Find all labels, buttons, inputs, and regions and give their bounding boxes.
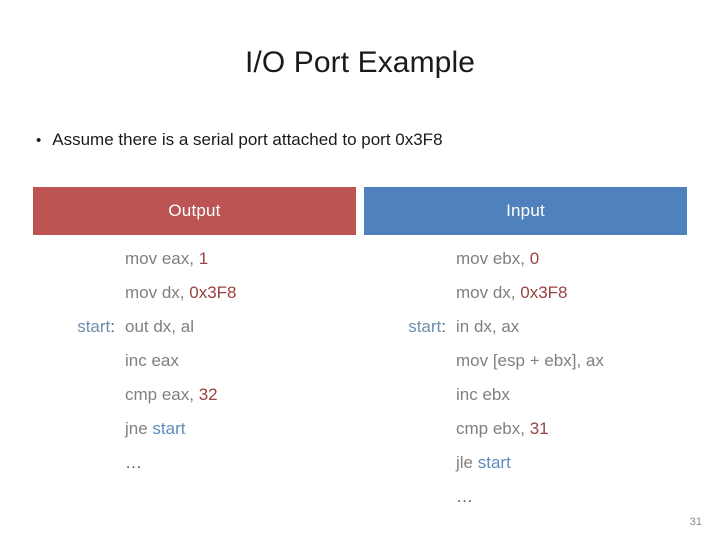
code-line: jne start [33, 412, 356, 446]
code-operand: 0x3F8 [520, 283, 568, 302]
code-line: mov [esp + ebx], ax [364, 344, 687, 378]
code-line-instruction: in dx, ax [456, 317, 520, 336]
code-line: inc ebx [364, 378, 687, 412]
code-operand: 0 [529, 249, 540, 268]
code-operand: start [152, 419, 186, 438]
code-line-instruction: mov eax, 1 [125, 249, 209, 268]
bullet-item: • Assume there is a serial port attached… [36, 130, 686, 150]
bullet-marker-icon: • [36, 132, 42, 149]
code-line-instruction: mov dx, 0x3F8 [125, 283, 237, 302]
page-number: 31 [689, 516, 702, 528]
code-ellipsis: … [456, 487, 474, 506]
code-line: mov dx, 0x3F8 [33, 276, 356, 310]
code-operand: start [477, 453, 511, 472]
page-title: I/O Port Example [244, 46, 475, 79]
code-line: … [33, 446, 356, 480]
bullet-text: Assume there is a serial port attached t… [52, 130, 443, 149]
code-operand: 31 [529, 419, 549, 438]
code-line: inc eax [33, 344, 356, 378]
code-line-label: start: [77, 317, 115, 336]
code-line-instruction: cmp ebx, 31 [456, 419, 549, 438]
code-line-instruction: jle start [456, 453, 511, 472]
code-line [33, 480, 356, 514]
code-operand: 1 [198, 249, 209, 268]
code-block-input: mov ebx, 0 mov dx, 0x3F8 start: in dx, ax mo… [364, 235, 687, 514]
code-line-label: start: [408, 317, 446, 336]
code-comparison-table: Output mov eax, 1 mov dx, 0x3F8 start: out … [33, 187, 687, 507]
column-header-output: Output [33, 187, 356, 235]
code-line-instruction: inc ebx [456, 385, 510, 404]
label-colon: : [110, 317, 115, 336]
code-line-instruction: out dx, al [125, 317, 194, 336]
code-line: cmp eax, 32 [33, 378, 356, 412]
code-ellipsis: … [125, 453, 143, 472]
code-operand: 0x3F8 [189, 283, 237, 302]
code-line: jle start [364, 446, 687, 480]
code-line: start: out dx, al [33, 310, 356, 344]
code-block-output: mov eax, 1 mov dx, 0x3F8 start: out dx, al i… [33, 235, 356, 514]
code-line-instruction: … [456, 487, 687, 507]
code-line-instruction: jne start [125, 419, 186, 438]
code-operand: 32 [198, 385, 218, 404]
code-line-instruction: cmp eax, 32 [125, 385, 218, 404]
label-colon: : [441, 317, 446, 336]
code-line: mov eax, 1 [33, 242, 356, 276]
code-line: … [364, 480, 687, 514]
column-header-input: Input [364, 187, 687, 235]
code-line: mov ebx, 0 [364, 242, 687, 276]
code-line-instruction: mov dx, 0x3F8 [456, 283, 568, 302]
code-line-instruction: mov [esp + ebx], ax [456, 351, 604, 370]
column-output: Output mov eax, 1 mov dx, 0x3F8 start: out … [33, 187, 356, 514]
code-line: cmp ebx, 31 [364, 412, 687, 446]
code-line: start: in dx, ax [364, 310, 687, 344]
code-line-instruction: inc eax [125, 351, 179, 370]
code-line-instruction: mov ebx, 0 [456, 249, 540, 268]
column-input: Input mov ebx, 0 mov dx, 0x3F8 start: in dx… [364, 187, 687, 514]
code-line-instruction: … [125, 453, 356, 473]
code-line: mov dx, 0x3F8 [364, 276, 687, 310]
